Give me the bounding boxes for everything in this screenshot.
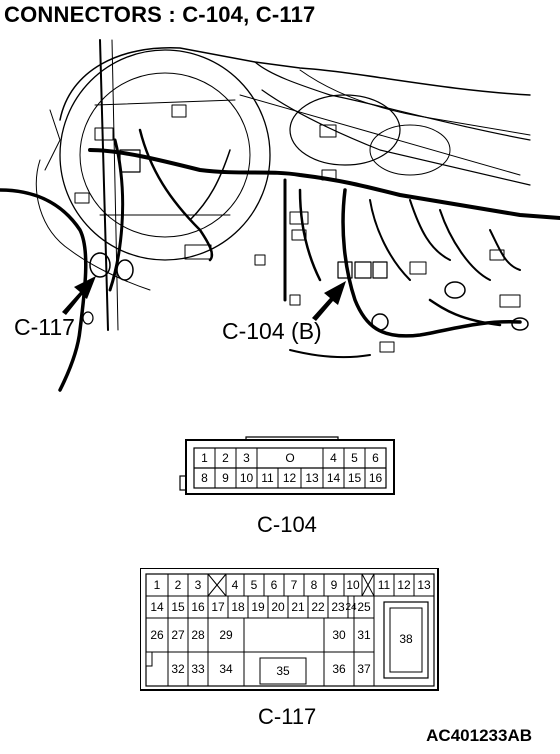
c117-pin: 15 [171,600,185,614]
c117-pin: 5 [250,578,258,592]
c117-pin: 31 [357,628,371,642]
c104-pin: 12 [282,471,297,485]
c104-pin: 3 [243,451,250,465]
c117-pin: 32 [171,662,185,676]
c117-pin: 27 [171,628,185,642]
c117-pin: 1 [153,578,161,592]
c117-pin: 14 [150,600,164,614]
c117-pin: 36 [332,662,346,676]
c104-pin: 1 [201,451,208,465]
c117-connector-outline [140,568,439,691]
c117-pin: 24 [345,601,357,613]
c117-pin: 25 [357,600,371,614]
c117-label: C-117 [258,704,317,729]
c117-pin: 19 [251,600,265,614]
c117-pin: 11 [377,578,391,592]
c117-pin: 2 [174,578,182,592]
c104-pin: 10 [239,471,254,485]
c104-pin: 2 [222,451,229,465]
c117-arrow [62,276,96,315]
c104-connector: 1 2 3 O 4 5 6 7 8 9 10 11 12 13 14 15 16 [178,436,400,500]
c104-pin: 11 [261,471,274,485]
c104-arrow [312,281,346,321]
c104-label: C-104 [257,512,317,537]
harness-illustration [0,39,560,392]
c117-connector: 1 2 3 4 5 6 7 8 9 10 11 12 13 14 15 16 1… [140,568,440,692]
c117-pin-large: 38 [399,632,413,646]
c117-pin: 21 [291,600,305,614]
c104-pin: 9 [222,471,229,485]
c117-pin: 17 [211,600,225,614]
c104-callout-label: C-104 (B) [222,318,322,344]
c117-pin: 28 [191,628,205,642]
c117-pin: 16 [191,600,205,614]
c117-pin: 12 [397,578,411,592]
c117-pin: 35 [276,664,290,678]
page-title: CONNECTORS : C-104, C-117 [4,2,316,27]
c117-pin: 9 [330,578,338,592]
c117-pin: 20 [271,600,285,614]
c117-pin: 3 [194,578,202,592]
c104-pin: 16 [368,471,383,485]
c104-pin: 14 [326,471,341,485]
c117-pin: 33 [191,662,205,676]
c117-pin: 30 [332,628,346,642]
c117-pin-blank [362,574,374,596]
c104-pin: 8 [201,471,208,485]
c117-callout-label: C-117 [14,314,75,340]
figure-code: AC401233AB [426,726,532,745]
c117-pin: 8 [310,578,318,592]
c117-pin: 29 [219,628,233,642]
c117-pin: 37 [357,662,371,676]
c117-pin: 13 [417,578,431,592]
c117-pin: 18 [231,600,245,614]
c117-pin: 23 [331,600,345,614]
c117-pin-blank [208,574,226,596]
c104-pin: 13 [305,471,319,485]
c104-pin: 5 [351,451,358,465]
c117-pin: 34 [219,662,233,676]
c104-pin: 4 [330,451,337,465]
c104-connector-outline [179,436,395,495]
c117-pin: 7 [290,578,298,592]
c117-pin: 22 [311,600,325,614]
c117-pin: 26 [150,628,164,642]
c117-pin: 4 [231,578,239,592]
c104-pin: 15 [347,471,362,485]
c117-pin: 6 [270,578,278,592]
c104-pin-marker: O [285,451,295,465]
c117-pin: 10 [346,578,360,592]
c104-pin: 6 [372,451,379,465]
